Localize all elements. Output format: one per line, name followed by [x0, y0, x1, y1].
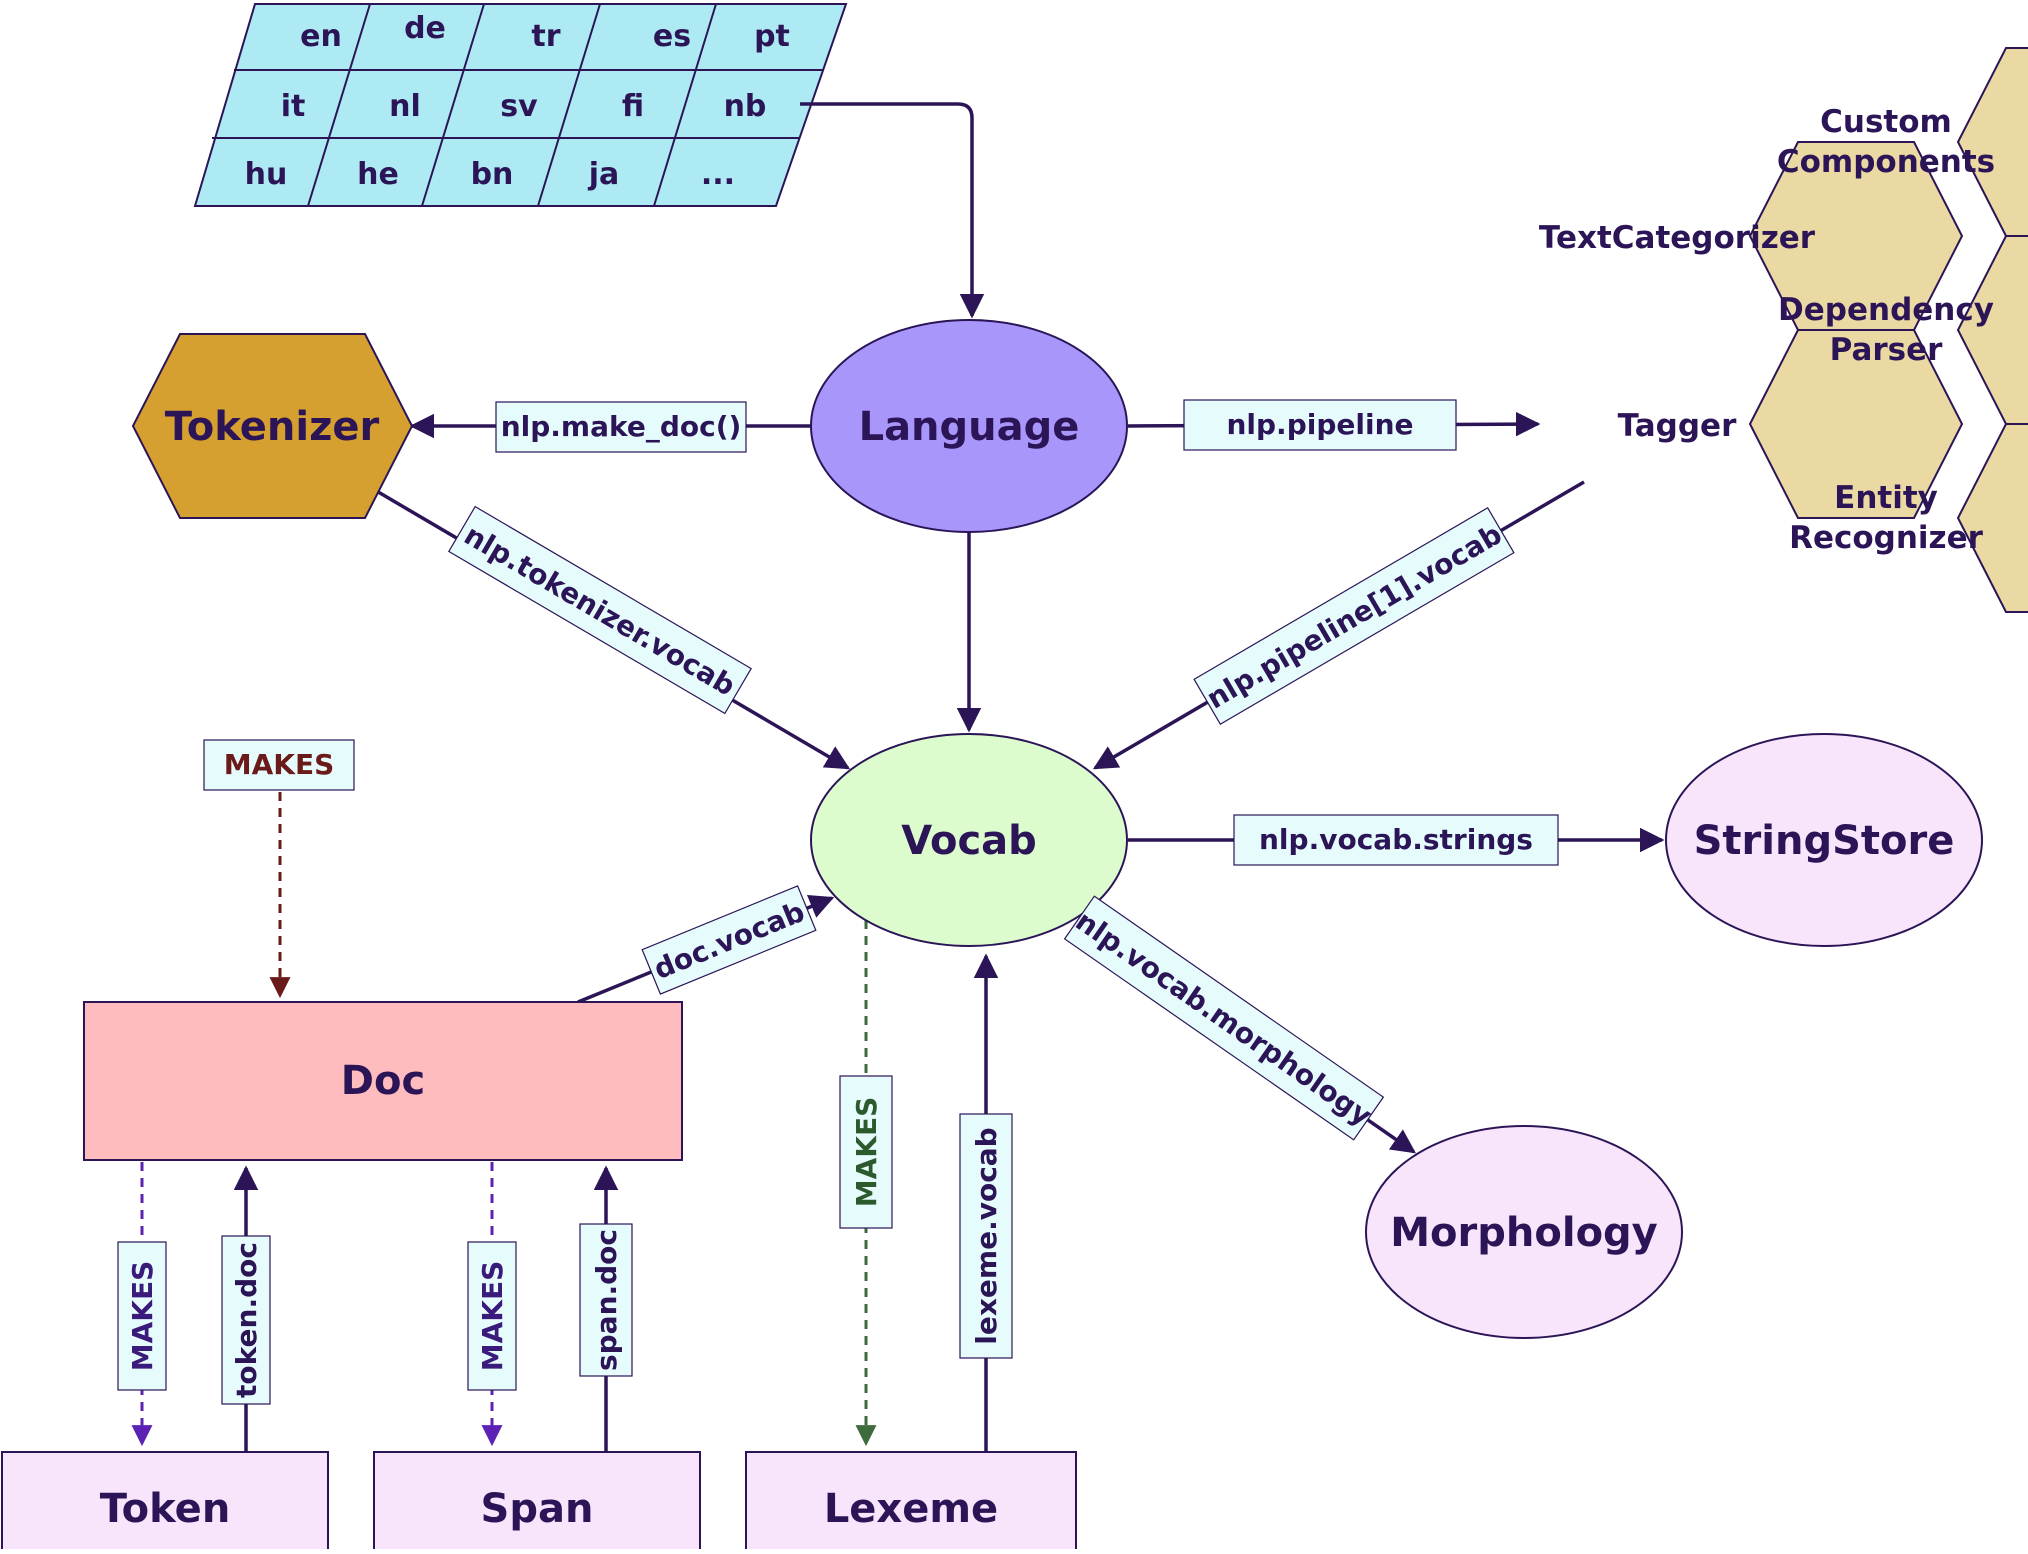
pipeline-cluster [1748, 47, 2028, 613]
parser-label-2: Parser [1830, 332, 1944, 368]
node-language[interactable] [810, 319, 1128, 533]
span-label: Span [481, 1486, 594, 1532]
hex-dependency-parser[interactable] [1956, 235, 2028, 425]
stringstore-label: StringStore [1694, 818, 1955, 864]
label-makes-lexeme: MAKES [839, 1075, 893, 1229]
tokenizer-label: Tokenizer [165, 404, 380, 450]
node-labels: Language Tokenizer Vocab StringStore Mor… [100, 104, 1995, 1532]
node-morphology[interactable] [1365, 1125, 1683, 1339]
morphology-label: Morphology [1390, 1210, 1658, 1256]
label-makes-token-text: MAKES [126, 1261, 159, 1372]
hex-custom-components[interactable] [1956, 47, 2028, 237]
label-pipeline-vocab-text: nlp.pipeline[1].vocab [1201, 517, 1508, 715]
label-pipeline-text: nlp.pipeline [1226, 408, 1413, 441]
label-span-doc-text: span.doc [590, 1229, 623, 1371]
hex-entity-recognizer[interactable] [1956, 423, 2028, 613]
node-token[interactable] [1, 1451, 329, 1554]
lang-cell: de [404, 11, 446, 46]
label-makes-token: MAKES [117, 1241, 167, 1391]
language-grid: en de tr es pt it nl sv fi nb hu he bn j… [193, 3, 848, 207]
lang-cell: en [300, 19, 342, 54]
lexeme-label: Lexeme [824, 1486, 998, 1532]
ner-label-2: Recognizer [1789, 520, 1984, 556]
nodes [1, 319, 1983, 1554]
lang-cell: ... [701, 157, 735, 192]
label-lexeme-vocab-text: lexeme.vocab [970, 1127, 1003, 1344]
label-pipeline: nlp.pipeline [1183, 399, 1457, 451]
lang-cell: fi [622, 89, 644, 124]
label-makes-span: MAKES [467, 1241, 517, 1391]
parser-label-1: Dependency [1778, 292, 1994, 328]
label-token-doc: token.doc [221, 1235, 271, 1405]
lang-cell: es [653, 19, 691, 54]
label-tokenizer-vocab: nlp.tokenizer.vocab [448, 505, 752, 715]
label-token-doc-text: token.doc [230, 1242, 263, 1398]
tagger-label: Tagger [1618, 408, 1737, 444]
lang-cell: sv [500, 89, 538, 124]
label-tokenizer-vocab-text: nlp.tokenizer.vocab [459, 518, 741, 702]
node-vocab[interactable] [810, 733, 1128, 947]
node-tokenizer[interactable] [131, 333, 414, 519]
label-lexeme-vocab: lexeme.vocab [959, 1113, 1013, 1359]
label-vocab-strings: nlp.vocab.strings [1233, 814, 1559, 866]
lang-cell: nl [389, 89, 421, 124]
lang-cell: he [357, 157, 399, 192]
label-make-doc-text: nlp.make_doc() [501, 410, 742, 443]
edge-labels: nlp.make_doc() nlp.pipeline nlp.tokenize… [117, 399, 1559, 1405]
lang-cell: hu [245, 157, 288, 192]
token-label: Token [100, 1486, 231, 1532]
label-makes-doc-text: MAKES [224, 748, 335, 781]
label-makes-doc: MAKES [203, 739, 355, 791]
node-stringstore[interactable] [1665, 733, 1983, 947]
language-label: Language [859, 404, 1080, 450]
node-lexeme[interactable] [745, 1451, 1077, 1554]
edge-languages-language [800, 102, 985, 319]
label-doc-vocab: doc.vocab [641, 885, 817, 995]
label-vocab-strings-text: nlp.vocab.strings [1259, 823, 1533, 856]
node-doc[interactable] [83, 1001, 683, 1161]
textcat-label: TextCategorizer [1539, 220, 1816, 256]
custom-components-label-2: Components [1777, 144, 1995, 180]
lang-cell: ja [588, 157, 620, 192]
doc-label: Doc [341, 1058, 425, 1104]
custom-components-label-1: Custom [1820, 104, 1952, 140]
lang-cell: bn [471, 157, 514, 192]
label-vocab-morphology-text: nlp.vocab.morphology [1070, 904, 1378, 1132]
label-makes-span-text: MAKES [476, 1261, 509, 1372]
label-makes-lexeme-text: MAKES [850, 1097, 883, 1208]
label-make-doc: nlp.make_doc() [495, 401, 747, 453]
lang-cell: pt [754, 19, 790, 54]
label-span-doc: span.doc [579, 1223, 633, 1377]
label-vocab-morphology: nlp.vocab.morphology [1063, 895, 1385, 1141]
label-pipeline-vocab: nlp.pipeline[1].vocab [1193, 506, 1515, 726]
lang-cell: nb [724, 89, 767, 124]
hex-tagger[interactable] [1748, 329, 1964, 519]
lang-cell: it [281, 89, 306, 124]
node-span[interactable] [373, 1451, 701, 1554]
lang-cell: tr [531, 19, 560, 54]
ner-label-1: Entity [1834, 480, 1938, 516]
vocab-label: Vocab [901, 818, 1037, 864]
